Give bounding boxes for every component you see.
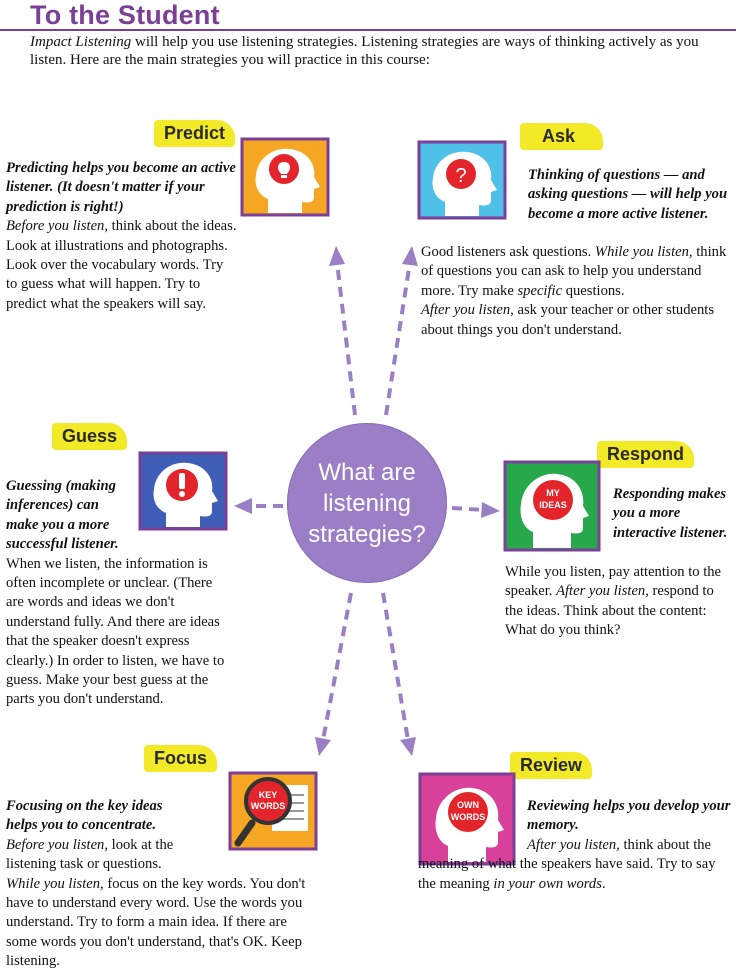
focus-lead: Focusing on the key ideas helps you to c… [6,798,163,834]
ask-body-block: Good listeners ask questions. While you … [421,243,733,340]
predict-body-text: , think about the ideas. Look at illustr… [6,218,237,312]
review-body-end: . [601,875,606,892]
predict-lead: Predicting helps you become an active li… [6,160,236,215]
tab-predict: Predict [154,120,236,147]
my-ideas-icon-text-2: IDEAS [539,500,567,510]
key-words-icon-text-1: KEY [259,790,278,800]
arrow-predict [335,261,357,416]
respond-body-start: While you listen, pay attention to the s… [505,564,722,600]
lightbulb-icon [240,137,330,217]
guess-text: Guessing (making inferences) can make yo… [6,477,238,710]
predict-before-em: Before you listen [6,218,105,235]
tab-guess: Guess [52,423,128,450]
ask-lead-block: Thinking of questions — and asking quest… [528,166,733,224]
review-body-text: think about the meaning of what the spea… [418,837,716,892]
focus-while-em: While you listen, [6,875,104,892]
arrow-ask [384,261,412,416]
respond-after-em: After you listen, [556,583,649,600]
tab-review: Review [510,752,593,779]
my-ideas-icon: MY IDEAS [503,460,601,552]
predict-text: Predicting helps you become an active li… [6,159,238,314]
ask-after-em: After you listen, [421,302,514,319]
respond-body-end: respond to the ideas. Think about the co… [505,583,714,639]
intro-text: will help you use listening strategies. … [30,34,699,68]
ask-body-mid: think of questions you can ask to help y… [421,244,727,299]
key-words-icon-text-2: WORDS [251,801,286,811]
review-body: After you listen, think about the meanin… [418,836,733,894]
arrow-head-predict [329,246,345,266]
page-title: To the Student [30,0,220,30]
arrow-head-ask [402,246,418,266]
own-words-icon-text-1: OWN [457,800,479,810]
focus-text: Focusing on the key ideas helps you to c… [6,797,318,972]
svg-text:?: ? [455,165,466,187]
key-words-icon: KEY WORDS [228,771,318,851]
review-body-block: After you listen, think about the meanin… [418,836,733,894]
arrow-head-respond [481,502,500,518]
focus-body-2: While you listen, focus on the key words… [6,875,318,972]
intro-book-title: Impact Listening [30,34,132,50]
arrow-head-focus [315,737,331,756]
ask-lead: Thinking of questions — and asking quest… [528,167,728,222]
arrow-review [381,592,410,741]
respond-lead-block: Responding makes you a more interactive … [613,485,733,543]
focus-before-em: Before you listen, [6,836,108,853]
ask-body-1: Good listeners ask questions. While you … [421,243,733,301]
ask-specific-em: specific [517,282,563,299]
center-circle: What are listening strategies? [287,423,447,583]
focus-body-1-text: look at the listening task or questions. [6,836,174,873]
respond-body: While you listen, pay attention to the s… [505,563,733,641]
arrow-focus [321,592,353,741]
ask-body-start: Good listeners ask questions. [421,244,595,260]
arrow-head-guess [234,498,252,514]
intro-paragraph: Impact Listening will help you use liste… [30,33,720,69]
review-own-words-em: in your own words [493,875,602,892]
own-words-icon: OWN WORDS [418,772,516,866]
title-rule [0,29,736,31]
arrow-head-review [400,737,416,756]
ask-body-end: questions. [562,282,625,299]
exclamation-icon [138,451,228,531]
tab-respond: Respond [597,441,695,468]
arrow-respond [451,506,485,512]
ask-body-2: After you listen, ask your teacher or ot… [421,301,733,340]
respond-lead: Responding makes you a more interactive … [613,486,728,541]
respond-body-block: While you listen, pay attention to the s… [505,563,733,641]
tab-ask: Ask [520,123,604,150]
center-label: What are listening strategies? [308,458,426,548]
focus-body-2-text: focus on the key words. You don't have t… [6,875,306,970]
tab-focus: Focus [144,745,218,772]
predict-body: Before you listen, think about the ideas… [6,217,238,314]
own-words-icon-text-2: WORDS [451,812,486,822]
focus-body-1: Before you listen, look at the listening… [6,836,216,875]
ask-body-2-text: ask your teacher or other students about… [421,302,715,338]
ask-while-em: While you listen, [594,244,693,260]
question-mark-icon: ? [417,140,507,220]
guess-body: When we listen, the information is often… [6,555,225,708]
guess-lead: Guessing (making inferences) can make yo… [6,478,119,553]
my-ideas-icon-text-1: MY [546,488,560,498]
review-lead: Reviewing helps you develop your memory. [527,798,731,834]
review-lead-block: Reviewing helps you develop your memory. [527,797,733,836]
review-after-em: After you listen, [527,837,620,853]
